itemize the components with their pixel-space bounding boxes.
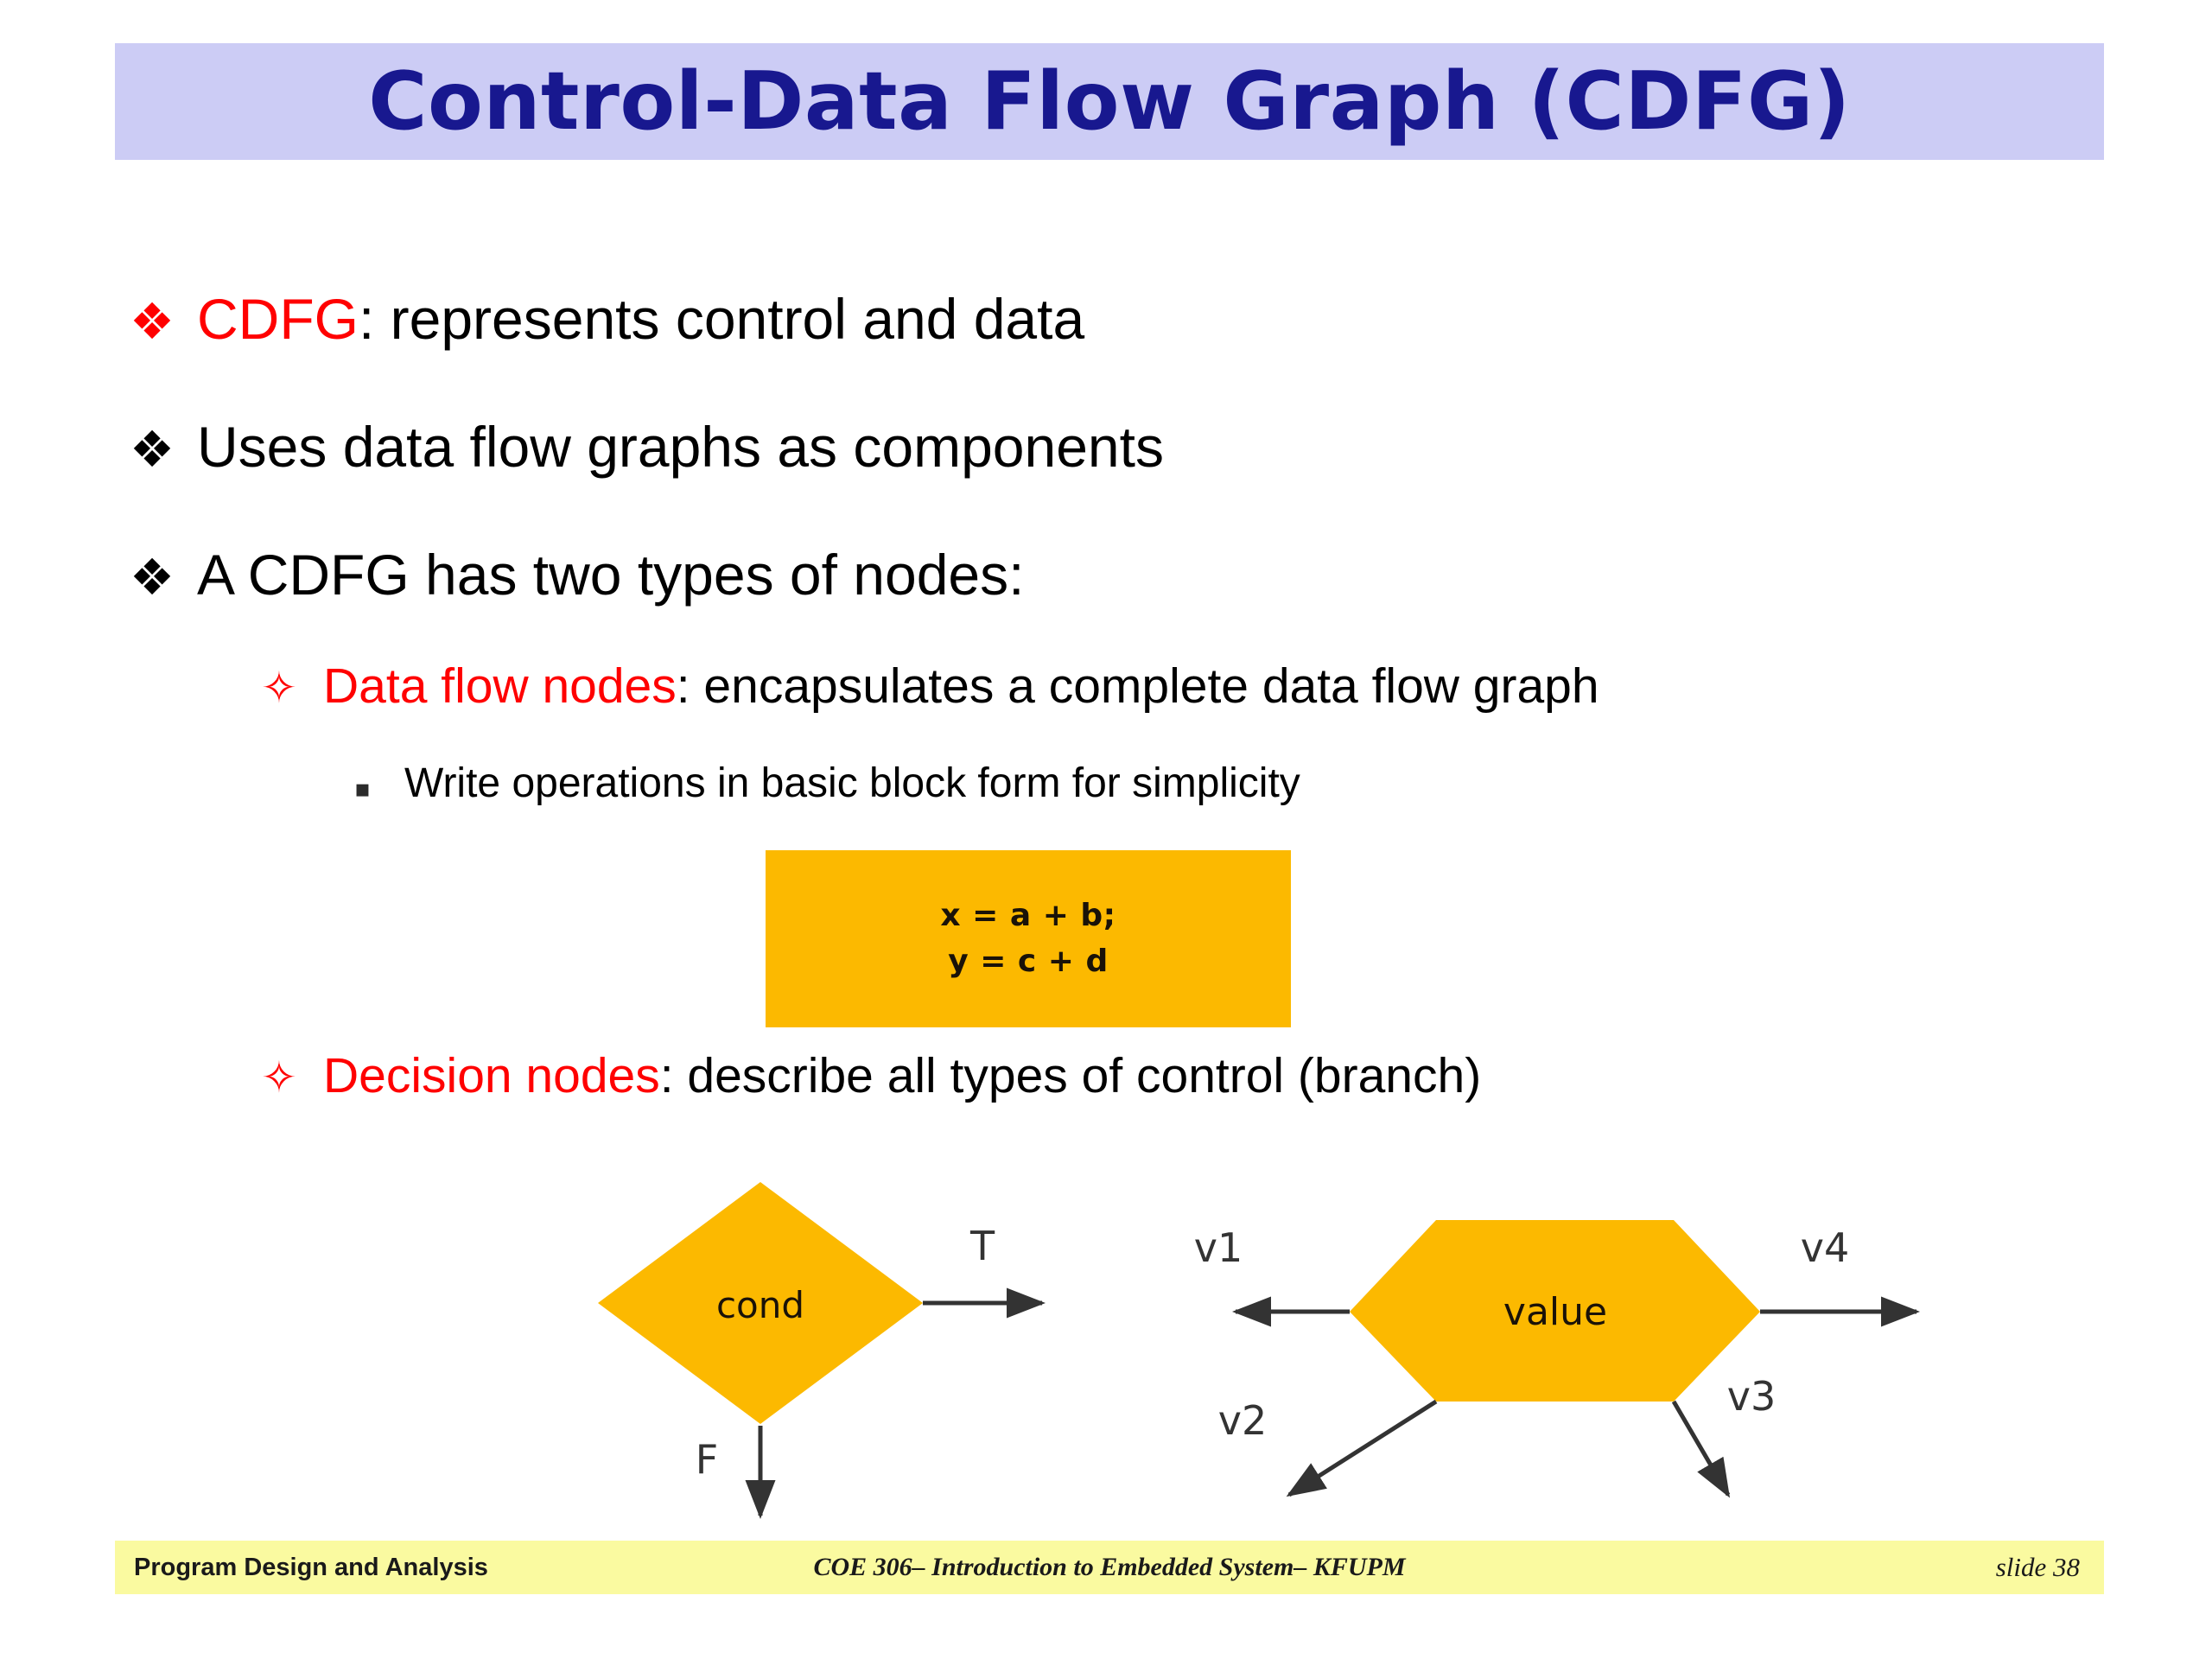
- page-title: Control-Data Flow Graph (CDFG): [368, 54, 1851, 148]
- value-edge-v1-label: v1: [1194, 1224, 1243, 1271]
- bullet-level1-1: ❖ CDFG: represents control and data: [130, 289, 1084, 349]
- value-edge-v2-label: v2: [1218, 1397, 1268, 1444]
- value-edge-v2: [1286, 1399, 1438, 1497]
- bullet-level1-3-text: A CDFG has two types of nodes:: [197, 543, 1025, 607]
- footer-course-title: COE 306– Introduction to Embedded System…: [813, 1553, 1406, 1581]
- decision-node-group: cond T F: [598, 1182, 1046, 1520]
- value-node-label: value: [1503, 1290, 1607, 1334]
- value-edge-v3: [1671, 1400, 1731, 1498]
- bullet-level2-2-text: Decision nodes: describe all types of co…: [323, 1048, 1482, 1103]
- bullet-level2-1-highlight: Data flow nodes: [323, 658, 677, 714]
- bullet-level1-1-text: CDFG: represents control and data: [197, 289, 1084, 349]
- footer-course-topic: Program Design and Analysis: [134, 1553, 488, 1581]
- bullet-level1-1-rest: : represents control and data: [358, 287, 1085, 351]
- code-line-1: x = a + b;: [940, 898, 1116, 934]
- bullet-level1-1-highlight: CDFG: [197, 287, 359, 351]
- four-point-star-icon: ✧: [261, 1052, 297, 1103]
- value-edge-v4-label: v4: [1801, 1224, 1850, 1271]
- cdfg-node-diagram: cond T F value v1 v4 v2 v3: [598, 1182, 1921, 1520]
- small-square-icon: ▪: [354, 774, 371, 803]
- bullet-level3-1: ▪ Write operations in basic block form f…: [354, 760, 1300, 806]
- bullet-level2-2-rest: : describe all types of control (branch): [659, 1048, 1482, 1103]
- bullet-level2-1-rest: : encapsulates a complete data flow grap…: [676, 658, 1599, 714]
- decision-edge-false-label: F: [696, 1436, 718, 1483]
- bullet-level2-2-highlight: Decision nodes: [323, 1048, 660, 1103]
- bullet-level1-2-text: Uses data flow graphs as components: [197, 415, 1164, 479]
- diamond-cluster-icon: ❖: [130, 548, 175, 607]
- footer-slide-number: slide 38: [1995, 1552, 2080, 1582]
- bullet-level2-1-text: Data flow nodes: encapsulates a complete…: [323, 658, 1599, 714]
- title-bar: Control-Data Flow Graph (CDFG): [115, 43, 2104, 160]
- basic-block-code-box: x = a + b; y = c + d: [766, 850, 1291, 1027]
- slide-footer: Program Design and Analysis COE 306– Int…: [115, 1541, 2104, 1594]
- diamond-cluster-icon: ❖: [130, 420, 175, 479]
- four-point-star-icon: ✧: [261, 663, 297, 713]
- value-node-hexagon: [1350, 1220, 1760, 1402]
- bullet-level1-3: ❖ A CDFG has two types of nodes:: [130, 543, 1025, 607]
- code-line-2: y = c + d: [948, 943, 1109, 979]
- decision-edge-true-label: T: [969, 1223, 995, 1269]
- value-edge-v3-label: v3: [1727, 1373, 1777, 1420]
- decision-node-diamond: [598, 1182, 923, 1424]
- bullet-level1-2: ❖ Uses data flow graphs as components: [130, 415, 1164, 479]
- diamond-cluster-icon: ❖: [130, 292, 175, 351]
- decision-node-label: cond: [716, 1284, 804, 1326]
- bullet-level3-1-text: Write operations in basic block form for…: [404, 760, 1300, 806]
- value-node-group: value v1 v4 v2 v3: [1194, 1220, 1921, 1498]
- bullet-level2-2: ✧ Decision nodes: describe all types of …: [261, 1048, 1482, 1103]
- bullet-level2-1: ✧ Data flow nodes: encapsulates a comple…: [261, 658, 1599, 714]
